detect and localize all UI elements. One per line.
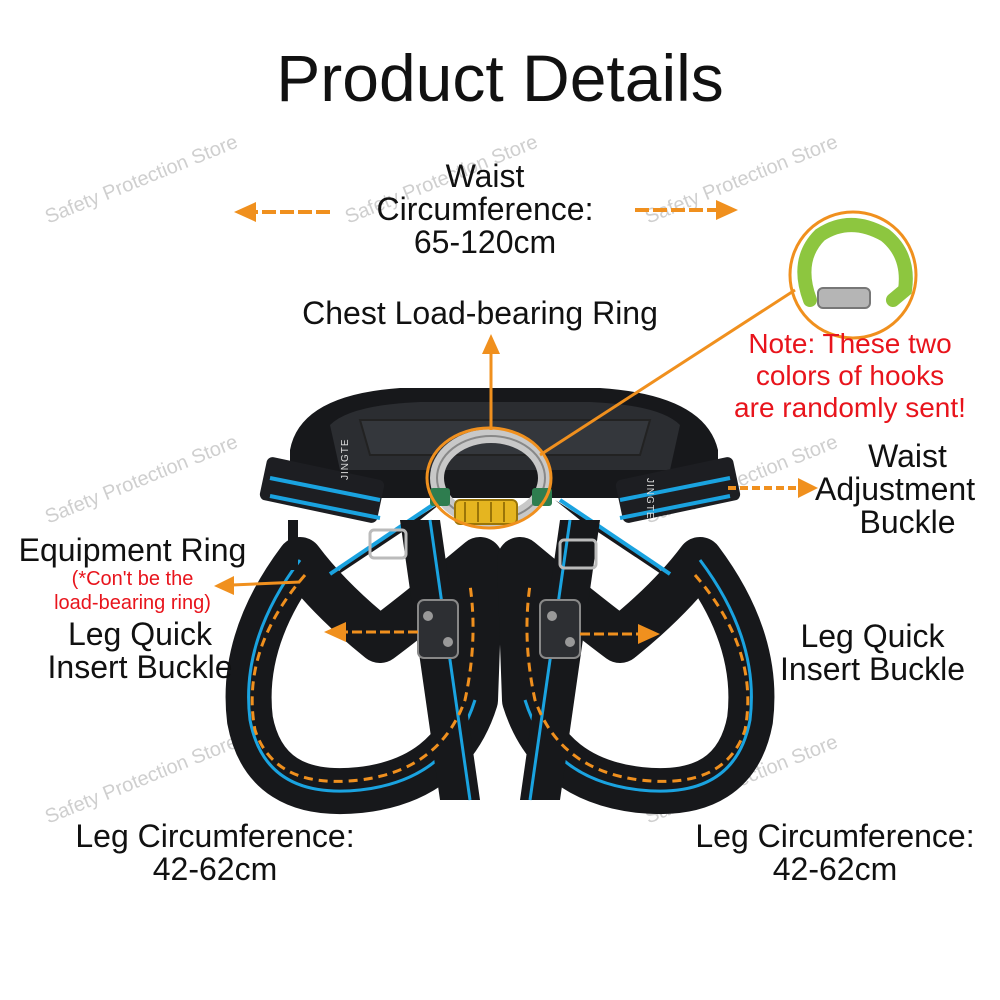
equipment-ring-arrow — [214, 576, 301, 595]
strap-brand-right: JINGTE — [644, 478, 655, 520]
leg-buckle-label-right: Leg Quick Insert Buckle — [755, 620, 990, 686]
legcirc-right-line1: Leg Circumference: — [695, 818, 975, 854]
leg-buckle-arrow-right — [580, 624, 660, 644]
waist-label-line1: Waist — [445, 158, 525, 194]
waist-adj-line2: Adjustment — [815, 471, 976, 507]
leg-buckle-label-left: Leg Quick Insert Buckle — [20, 618, 260, 684]
leg-right-line2: Insert Buckle — [780, 651, 965, 687]
note-line1: Note: These two — [748, 328, 952, 359]
equip-note-line2: load-bearing ring) — [54, 592, 211, 614]
right-leg-dashed-outline — [525, 574, 750, 783]
leg-circumference-left: Leg Circumference: 42-62cm — [45, 820, 385, 886]
note-line3: are randomly sent! — [734, 392, 966, 423]
waist-arrow-right — [635, 200, 738, 220]
equipment-ring-label: Equipment Ring — [18, 532, 247, 568]
strap-brand-left: JINGTE — [340, 438, 351, 480]
note-line2: colors of hooks — [755, 360, 945, 391]
left-leg-dashed-outline — [250, 574, 475, 783]
chest-ring-label: Chest Load-bearing Ring — [302, 295, 658, 331]
hook-connector-line — [539, 288, 796, 457]
waist-adjust-arrow — [728, 478, 818, 498]
legcirc-left-value: 42-62cm — [152, 851, 278, 887]
legcirc-left-line1: Leg Circumference: — [75, 818, 355, 854]
equipment-ring-note: (*Con't be the load-bearing ring) — [0, 567, 265, 615]
leg-right-line1: Leg Quick — [800, 618, 945, 654]
leg-left-line2: Insert Buckle — [47, 649, 233, 685]
right-leg-buckle — [539, 599, 581, 659]
waist-circumference-label: Waist Circumference: 65-120cm — [335, 160, 635, 259]
chest-ring-arrow — [482, 334, 500, 430]
legcirc-right-value: 42-62cm — [772, 851, 898, 887]
leg-circumference-right: Leg Circumference: 42-62cm — [665, 820, 1000, 886]
waist-adj-line1: Waist — [868, 438, 947, 474]
waist-arrow-left — [234, 202, 330, 222]
left-hanger — [288, 520, 298, 570]
waist-adj-line3: Buckle — [859, 504, 956, 540]
green-hook — [797, 218, 913, 307]
highlight-chest-ring — [425, 426, 553, 530]
leg-left-line1: Leg Quick — [67, 616, 213, 652]
page-title: Product Details — [276, 41, 724, 115]
waist-adjustment-label: Waist Adjustment Buckle — [815, 440, 1000, 539]
left-leg-buckle — [417, 599, 459, 659]
equipment-loop-left — [368, 528, 408, 560]
waist-label-value: 65-120cm — [413, 224, 557, 260]
leg-buckle-arrow-left — [324, 622, 418, 642]
hook-color-note: Note: These two colors of hooks are rand… — [700, 328, 1000, 424]
equip-note-line1: (*Con't be the — [71, 568, 194, 590]
waist-label-line2: Circumference: — [376, 191, 594, 227]
carabiner-gate — [454, 499, 518, 525]
equipment-loop-right — [558, 538, 598, 570]
